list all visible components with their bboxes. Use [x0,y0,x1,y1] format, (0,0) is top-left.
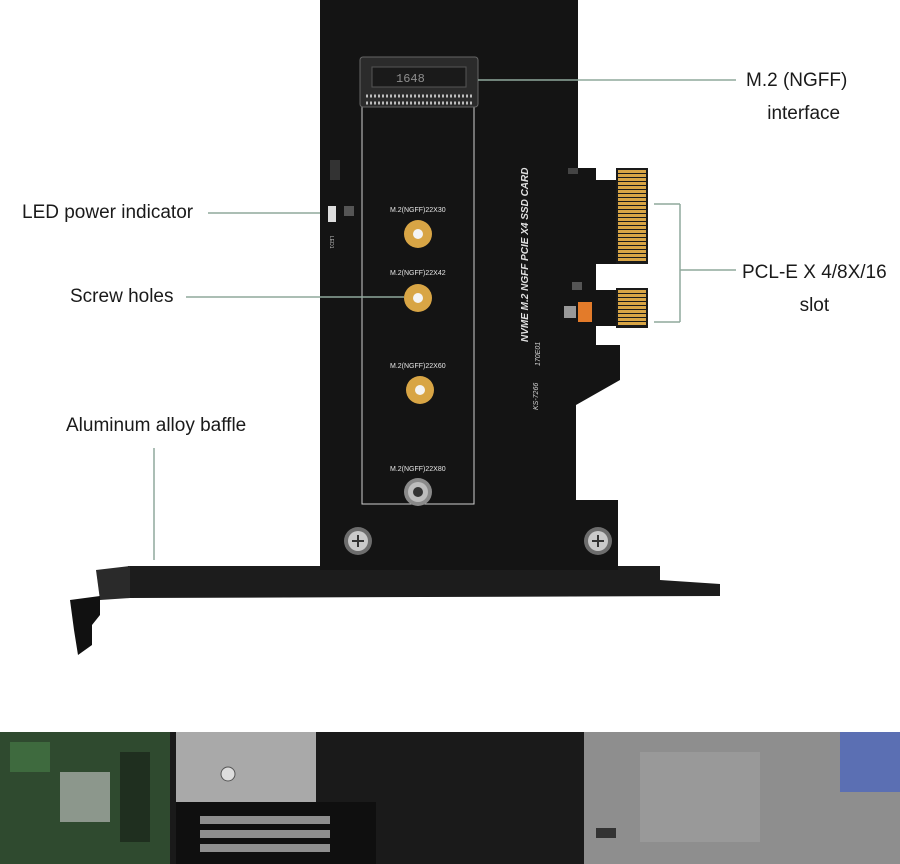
pcb-board [320,0,620,570]
card-model-text: KS-7266 [533,383,540,410]
bracket-screw-right [584,527,612,555]
m2-connector: 1648 [359,56,479,108]
led-ref-text: LED1 [328,236,334,249]
mount-label-2260: M.2(NGFF)22X60 [390,363,446,370]
card-code-text: 170E01 [535,342,542,366]
screw-hole-2230 [404,220,432,248]
pcie-gold-fingers [616,168,648,328]
callout-pcie-line2: slot [799,295,830,316]
callout-pcie-line1: PCL-E X 4/8X/16 [742,262,887,283]
led-indicator: LED1 [328,160,354,249]
mount-label-2230: M.2(NGFF)22X30 [390,207,446,214]
callout-led-power-indicator: LED power indicator [22,202,194,223]
screw-hole-2260 [406,376,434,404]
screw-hole-2280-standoff [404,478,432,506]
motherboard-area [0,732,170,864]
callout-aluminum-baffle: Aluminum alloy baffle [66,415,247,436]
callout-m2-interface: M.2 (NGFF) interface [746,64,847,130]
screw-hole-2242 [404,284,432,312]
callout-pcie-slot: PCL-E X 4/8X/16 slot [742,256,887,322]
mount-label-2280: M.2(NGFF)22X80 [390,466,446,473]
mount-label-2242: M.2(NGFF)22X42 [390,270,446,277]
callout-m2-line2: interface [767,103,841,124]
installation-photo [0,732,900,864]
pcie-slot-leader [654,203,736,323]
aluminum-bracket [70,566,720,655]
bracket-screw-left [344,527,372,555]
callout-screw-holes: Screw holes [70,286,174,307]
card-title-text: NVME M.2 NGFF PCIE X4 SSD CARD [520,168,531,342]
callout-m2-line1: M.2 (NGFF) [746,70,848,91]
adapter-card-installed [176,732,376,864]
pcie-adapter-card-photo: 1648 M.2(NGFF)22X30 M.2(NGFF)22X42 M.2(N… [70,0,736,655]
connector-code-text: 1648 [396,72,425,86]
blue-latch [840,732,900,792]
